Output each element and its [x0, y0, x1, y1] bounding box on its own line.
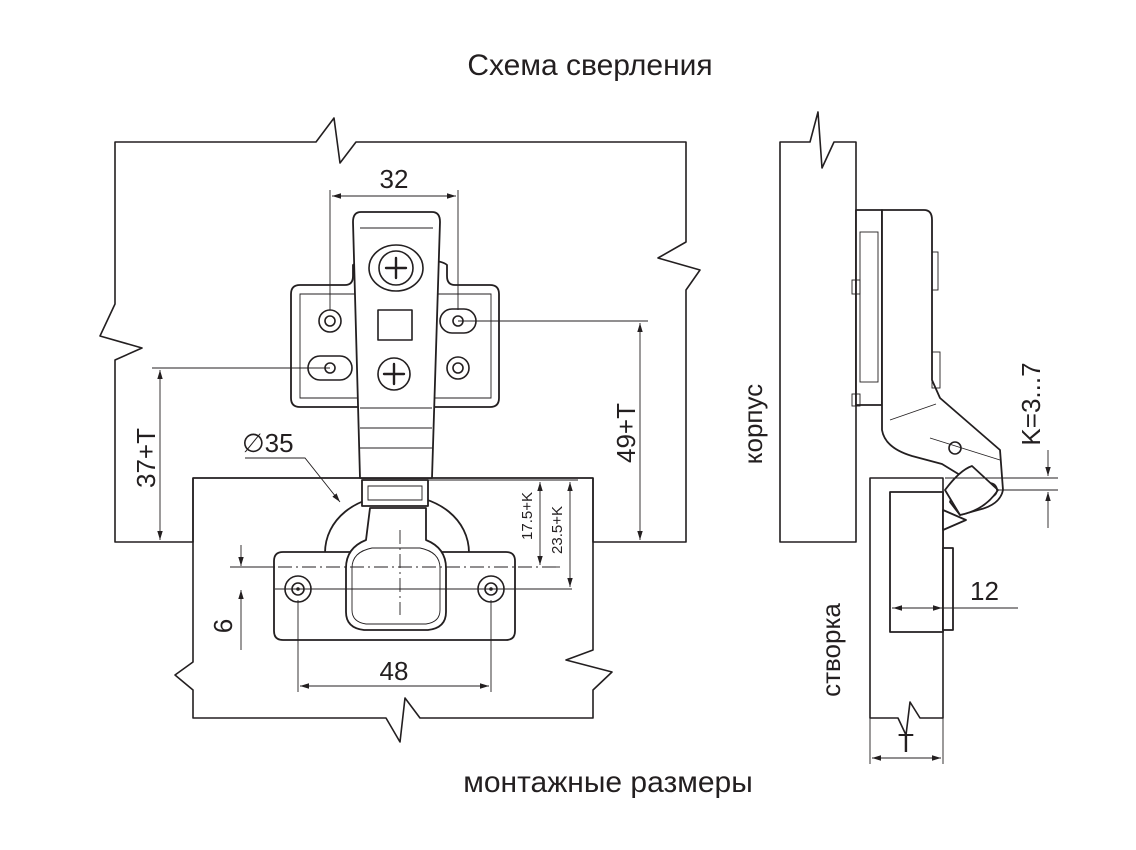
- side-cup-lip: [942, 509, 967, 531]
- dim-17k-label: 17.5+K: [519, 492, 536, 540]
- hinge-arm: [352, 211, 441, 479]
- page-title: Схема сверления: [467, 49, 712, 82]
- side-cup-edge: [942, 547, 954, 631]
- dim-48-label: 48: [380, 656, 409, 686]
- side-cabinet-wall: [779, 111, 857, 543]
- side-label-door: створка: [816, 603, 846, 697]
- door-panel-outline: [174, 477, 613, 743]
- dim-k-label: K=3...7: [1016, 362, 1046, 445]
- dim-t-label: T: [898, 728, 914, 758]
- hinge-body-inner: [351, 547, 441, 625]
- side-arm-lines: [889, 403, 1001, 461]
- side-plate-tab-top: [851, 279, 861, 295]
- plate-hole-bottom-right: [446, 356, 470, 380]
- dim-32-label: 32: [380, 164, 409, 194]
- adjustment-screw-top: [368, 244, 424, 292]
- knuckle-inner: [367, 485, 423, 501]
- arm-square-window: [377, 309, 413, 341]
- hinge-body: [345, 507, 447, 631]
- adjustment-screw-bottom: [377, 357, 411, 391]
- side-cup: [889, 491, 944, 633]
- side-label-body: корпус: [738, 384, 768, 464]
- caption: монтажные размеры: [463, 766, 753, 799]
- cabinet-panel-outline: [99, 117, 701, 543]
- dim-49t-label: 49+T: [611, 403, 641, 463]
- hinge-knuckle: [361, 479, 429, 507]
- dim-37t-label: 37+T: [131, 428, 161, 488]
- dim-6-label: 6: [208, 619, 238, 633]
- side-plate-tab-bottom: [851, 393, 861, 407]
- dim-12-label: 12: [970, 576, 999, 606]
- side-plate-inner: [859, 231, 879, 383]
- side-pivot-upper: [948, 441, 962, 455]
- side-hinge-arm: [881, 209, 1004, 516]
- arm-lines: [360, 407, 432, 449]
- side-arm-button-top: [931, 251, 939, 291]
- side-arm-button-mid: [931, 351, 941, 389]
- dim-dia35-label: ∅35: [242, 428, 294, 458]
- dim-23k-label: 23.5+K: [549, 506, 566, 554]
